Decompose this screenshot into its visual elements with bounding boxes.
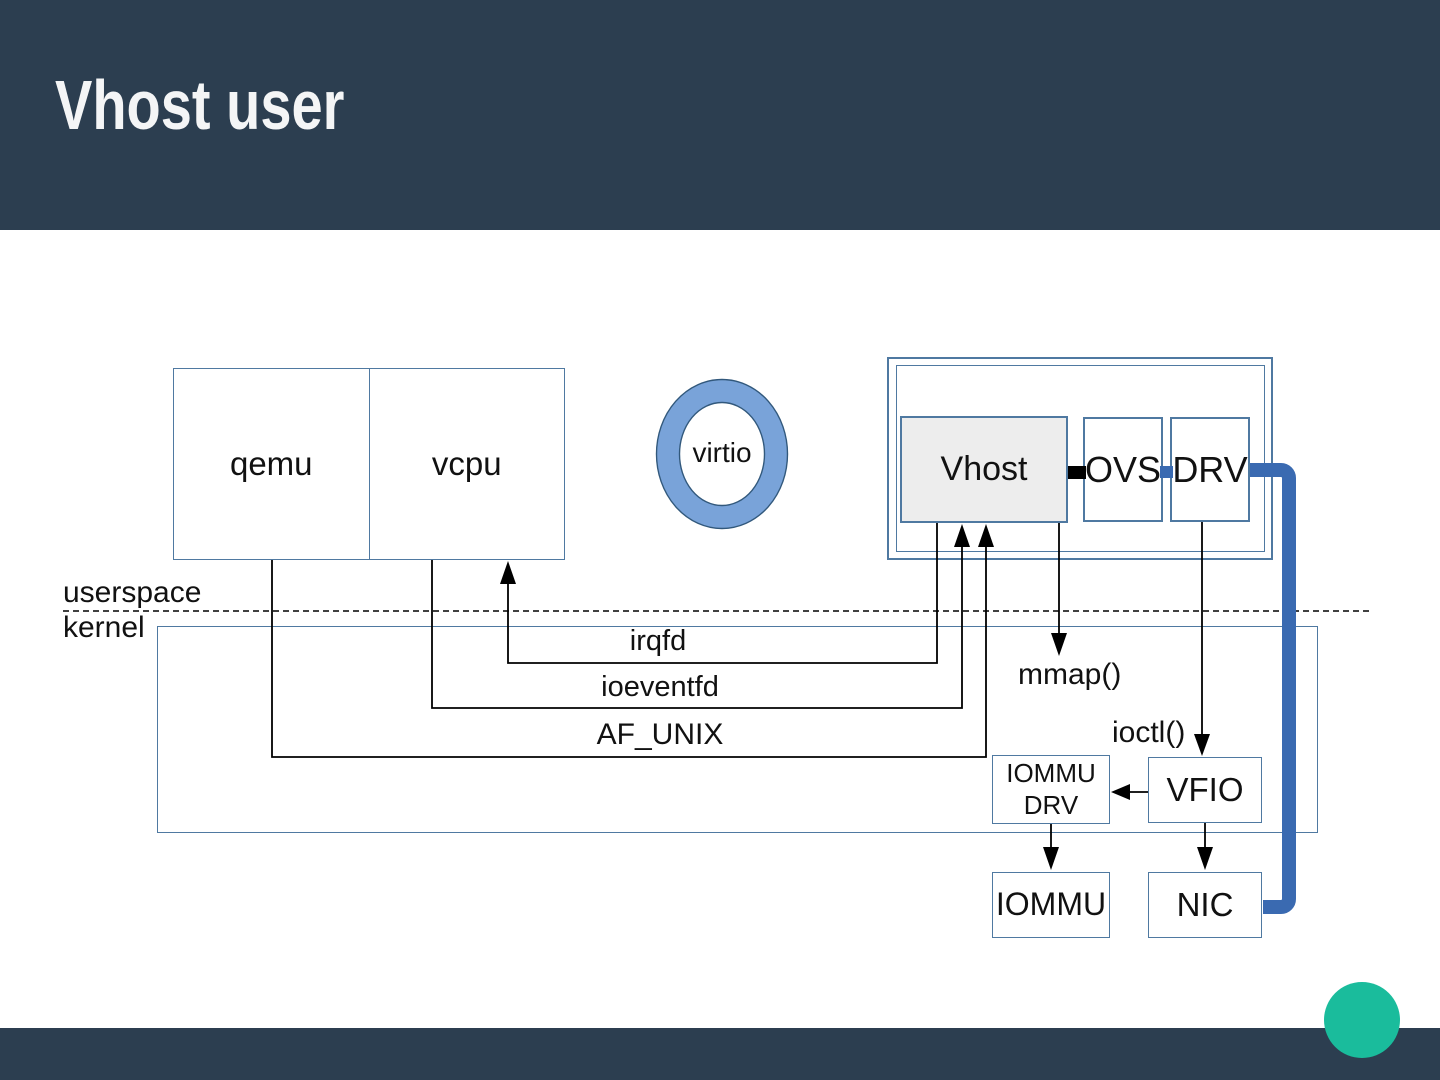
ovs-label: OVS xyxy=(1084,448,1162,490)
virtio-label: virtio xyxy=(692,437,752,468)
qemu-label: qemu xyxy=(229,444,313,482)
nic-box: NIC xyxy=(1148,872,1262,938)
drv-box: DRV xyxy=(1170,417,1250,522)
af-unix-label: AF_UNIX xyxy=(596,718,724,751)
vhost-container-outer xyxy=(887,357,1273,560)
iommu-drv-box: IOMMU DRV xyxy=(992,755,1110,824)
page-title: Vhost user xyxy=(55,66,345,144)
vfio-label: VFIO xyxy=(1166,770,1244,808)
header-bar: Vhost user xyxy=(0,0,1440,230)
vhost-container-inner xyxy=(896,365,1265,552)
accent-circle xyxy=(1324,982,1400,1058)
vcpu-label: vcpu xyxy=(431,444,502,482)
vhost-box: Vhost xyxy=(900,416,1068,523)
ioeventfd-label: ioeventfd xyxy=(601,671,719,703)
irqfd-arrowhead-icon xyxy=(500,561,516,584)
vfio-box: VFIO xyxy=(1148,757,1262,823)
vfio-nic-arrowhead-icon xyxy=(1197,847,1213,870)
ioctl-label: ioctl() xyxy=(1112,716,1186,749)
vhost-label: Vhost xyxy=(940,449,1028,488)
qemu-vcpu-box: qemu vcpu xyxy=(173,368,565,560)
iommu-drv-label-line1: IOMMU xyxy=(1006,758,1096,789)
userspace-label: userspace xyxy=(63,576,202,609)
ovs-box: OVS xyxy=(1083,417,1163,522)
drv-label: DRV xyxy=(1172,448,1248,490)
nic-label: NIC xyxy=(1176,885,1234,923)
vcpu-box: vcpu xyxy=(370,369,565,559)
footer-bar xyxy=(0,1028,1440,1080)
iommu-drv-label-line2: DRV xyxy=(1023,789,1079,820)
qemu-box: qemu xyxy=(174,369,370,559)
iommu-label: IOMMU xyxy=(995,886,1107,923)
iommudrv-iommu-arrowhead-icon xyxy=(1043,847,1059,870)
mmap-label: mmap() xyxy=(1018,658,1122,691)
iommu-box: IOMMU xyxy=(992,872,1110,938)
irqfd-label: irqfd xyxy=(629,625,687,657)
kernel-label: kernel xyxy=(63,611,145,644)
